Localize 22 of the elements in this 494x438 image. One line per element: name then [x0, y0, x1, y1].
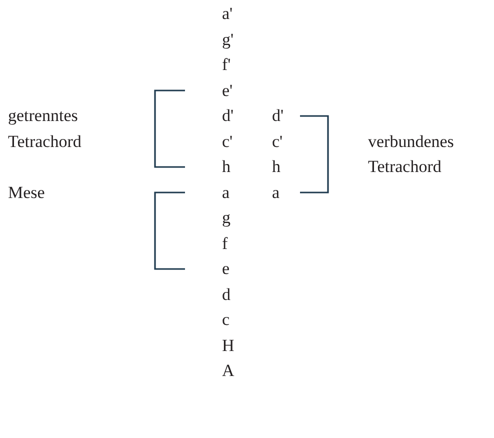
note-label: d': [222, 105, 234, 128]
note-label: g: [222, 207, 230, 230]
note-label: d': [272, 105, 284, 128]
note-label: a: [272, 182, 280, 204]
note-label: h: [222, 156, 230, 178]
note-label: f: [222, 232, 228, 255]
tetrachord-label: getrenntes Tetrachord: [8, 105, 82, 153]
note-label: c': [222, 130, 233, 153]
note-label: c': [272, 130, 283, 153]
note-label: e: [222, 258, 230, 280]
note-label: g': [222, 28, 234, 51]
note-label: a': [222, 3, 233, 26]
note-label: c: [222, 309, 230, 332]
note-label: A: [222, 360, 234, 382]
tetrachord-label: verbundenes Tetrachord: [368, 130, 455, 178]
mese-label: Mese: [8, 182, 45, 204]
note-label: f': [222, 54, 231, 76]
note-label: h: [272, 156, 280, 178]
note-label: H: [222, 334, 234, 357]
note-label: d: [222, 284, 230, 306]
note-label: e': [222, 80, 233, 102]
note-label: a: [222, 182, 230, 204]
